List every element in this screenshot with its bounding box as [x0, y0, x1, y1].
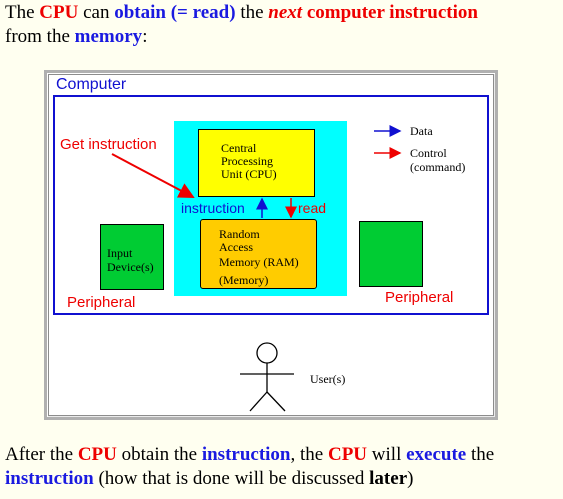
read-label: read	[298, 200, 327, 216]
user-label: User(s)	[310, 372, 346, 386]
cpu-term: CPU	[327, 444, 368, 465]
outro-word: (how that is done will be discussed	[98, 468, 365, 489]
user-figure-icon	[240, 342, 294, 412]
instruction-term: instruction	[5, 468, 94, 489]
legend-control-sub-label: (command)	[410, 160, 466, 174]
outro-word: After the	[5, 444, 74, 465]
get-instruction-pointer-arrow	[111, 153, 195, 198]
next-term: next	[268, 2, 303, 23]
outro-text: After the CPU obtain the instruction, th…	[5, 443, 558, 491]
cpu-box-line: Processing	[221, 154, 273, 168]
ram-box-line: Access	[219, 240, 253, 254]
ram-box-line: Random	[219, 227, 260, 241]
later-term: later	[369, 468, 408, 489]
outro-word: obtain the	[121, 444, 198, 465]
cpu-box: Central Processing Unit (CPU)	[198, 129, 315, 197]
ram-box-line: Memory (RAM)	[219, 255, 299, 269]
outro-word: )	[407, 468, 414, 489]
legend-control-label: Control	[410, 146, 447, 160]
outro-word: the	[471, 444, 495, 465]
cpu-box-line: Unit (CPU)	[221, 167, 277, 181]
cpu-term: CPU	[39, 2, 79, 23]
input-box-line: Device(s)	[107, 260, 154, 274]
legend-data-label: Data	[410, 124, 433, 138]
computer-instruction-term: computer instruction	[306, 2, 478, 23]
execute-term: execute	[406, 444, 467, 465]
ram-box: Random Access Memory (RAM) (Memory)	[200, 219, 317, 289]
computer-boundary	[53, 95, 489, 315]
instruction-term: instruction	[201, 444, 291, 465]
computer-label: Computer	[56, 76, 127, 93]
ram-box-line: (Memory)	[219, 273, 269, 287]
intro-colon: :	[142, 26, 148, 47]
outro-word: , the	[290, 444, 324, 465]
cpu-box-line: Central	[221, 141, 257, 155]
read-paren-term: (= read)	[170, 2, 236, 23]
intro-word: can	[83, 2, 110, 23]
outro-word: will	[371, 444, 402, 465]
get-instruction-label: Get instruction	[60, 136, 157, 153]
input-device-box: Input Device(s)	[100, 224, 164, 290]
instruction-label: instruction	[181, 200, 245, 216]
intro-text: The CPU can obtain (= read) the next com…	[5, 1, 558, 49]
obtain-term: obtain	[114, 2, 166, 23]
output-device-box	[359, 221, 423, 287]
intro-word: from the	[5, 26, 70, 47]
intro-word: the	[240, 2, 264, 23]
input-box-line: Input	[107, 246, 133, 260]
cpu-term: CPU	[77, 444, 117, 465]
peripheral-label-right: Peripheral	[385, 289, 454, 306]
intro-word: The	[5, 2, 35, 23]
memory-term: memory	[74, 26, 143, 47]
peripheral-label-left: Peripheral	[67, 294, 136, 311]
